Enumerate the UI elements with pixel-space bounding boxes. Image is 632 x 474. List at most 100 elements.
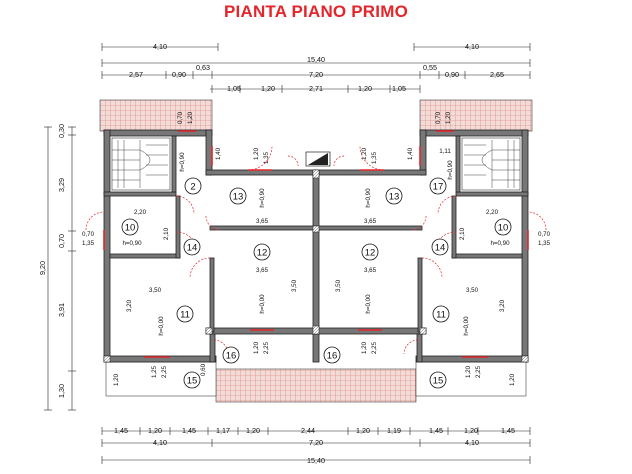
dim-row3-7: 2,65 [490,70,504,79]
dim-bottom-3: 1,45 [182,426,196,435]
dim-row4-1: 1,05 [227,84,241,93]
label-h000-12l: h=0,00 [259,294,266,314]
dim-row3-3: 0,63 [196,63,210,72]
stair-right [461,137,521,191]
terrace-bottom-center [215,368,417,403]
dimension-lines-left [44,126,76,411]
dimension-lines-top [101,43,531,93]
room-16-left: 16 [226,351,237,362]
label-120-13l: 1,20 [253,147,260,160]
label-111: 1,11 [439,148,451,155]
label-120-topr: 1,20 [445,111,452,124]
label-h090-13r: h=0,90 [365,188,372,208]
room-2: 2 [190,182,195,193]
room-markers: 2 13 13 17 10 14 12 12 14 10 11 11 16 16… [121,177,512,389]
dim-bottom-total: 15,40 [307,456,325,465]
walls [103,129,529,363]
label-365-b: 3,65 [364,218,377,225]
room-10-left: 10 [125,223,136,234]
label-h000-12r: h=0,00 [365,294,372,314]
label-120-top: 1,20 [187,111,194,124]
dim-bottom-11: 1,45 [501,426,515,435]
dim-bottom-2: 1,20 [148,426,162,435]
label-140-right: 1,40 [407,147,414,160]
room-13-right: 13 [389,192,400,203]
dim-bottom-left: 4,10 [153,438,167,447]
dim-row4-3: 2,71 [309,84,323,93]
label-120-13r: 1,20 [361,147,368,160]
dim-row4-5: 1,05 [392,84,406,93]
label-350-left: 3,50 [149,287,162,294]
label-060: 0,60 [200,363,207,376]
label-350-b: 3,50 [335,279,342,292]
label-070-top: 0,70 [177,111,184,124]
label-120-16l: 1,20 [253,341,260,354]
dim-row3-2: 0,90 [172,70,186,79]
room-13-left: 13 [233,192,244,203]
label-365-d: 3,65 [364,267,377,274]
label-225-16r: 2,25 [371,341,378,354]
label-135-13l: 1,35 [263,151,270,164]
elevator-symbol [308,153,328,165]
dimension-lines-bottom [101,427,531,464]
label-135-13r: 1,35 [371,151,378,164]
dim-row4-2: 1,20 [261,84,275,93]
label-140-left: 1,40 [215,147,222,160]
label-h000-11l: h=0,00 [158,316,165,336]
dim-left-4: 3,91 [57,303,66,317]
room-15-left: 15 [187,376,198,387]
label-120-br: 1,20 [465,365,472,378]
dim-bottom-8: 1,19 [387,426,401,435]
stair-left [111,137,171,191]
label-320-left: 3,20 [126,299,133,312]
room-14-left: 14 [187,243,198,254]
dim-bottom-10: 1,20 [464,426,478,435]
room-17: 17 [433,182,444,193]
room-15-right: 15 [433,376,444,387]
dim-row4-4: 1,20 [358,84,372,93]
room-12-right: 12 [365,248,376,259]
label-225-16l: 2,25 [263,341,270,354]
label-135-right: 1,35 [538,240,551,247]
dim-top-left: 4,10 [153,42,167,51]
dim-row3-1: 2,57 [129,70,143,79]
label-225-bl: 2,25 [161,365,168,378]
label-225-br: 2,25 [475,365,482,378]
label-350-a: 3,50 [291,279,298,292]
dim-bottom-5: 1,20 [246,426,260,435]
dim-left-total: 9,20 [38,261,47,275]
dim-top-total: 15,40 [307,55,325,64]
balcony-top-left [99,99,213,132]
room-11-left: 11 [180,310,190,321]
label-h090-13l: h=0,90 [259,188,266,208]
label-220-right: 2,20 [486,209,499,216]
label-365-c: 3,65 [256,267,269,274]
dim-bottom-4: 1,17 [216,426,230,435]
label-320-right: 3,20 [499,299,506,312]
dim-bottom-1: 1,45 [114,426,128,435]
label-135-left: 1,35 [82,240,95,247]
dim-left-2: 3,29 [57,178,66,192]
room-12-left: 12 [257,248,268,259]
label-210-left: 2,10 [163,227,170,240]
label-210-right: 2,10 [459,227,466,240]
label-h090-10l: h=0,90 [122,240,142,247]
dim-row3-4: 7,20 [309,70,323,79]
label-125-bl: 1,25 [151,365,158,378]
room-11-right: 11 [436,310,446,321]
label-070-topr: 0,70 [435,111,442,124]
room-10-right: 10 [498,223,509,234]
label-120-16r: 1,20 [361,341,368,354]
label-h000-11r: h=0,00 [463,316,470,336]
dim-row3-6: 0,90 [445,70,459,79]
label-350-right: 3,50 [466,287,479,294]
label-120-bl: 1,20 [113,373,120,386]
label-h090-room2: h=0,90 [179,152,186,172]
dim-row3-5: 0,55 [423,63,437,72]
dim-bottom-6: 2,44 [301,426,315,435]
bottom-dims-row1: 1,45 1,20 1,45 1,17 1,20 2,44 1,20 1,19 … [114,426,515,435]
label-h090-room17: h=0,90 [447,160,454,180]
label-220-left: 2,20 [134,209,147,216]
label-h090-10r: h=0,90 [490,240,510,247]
